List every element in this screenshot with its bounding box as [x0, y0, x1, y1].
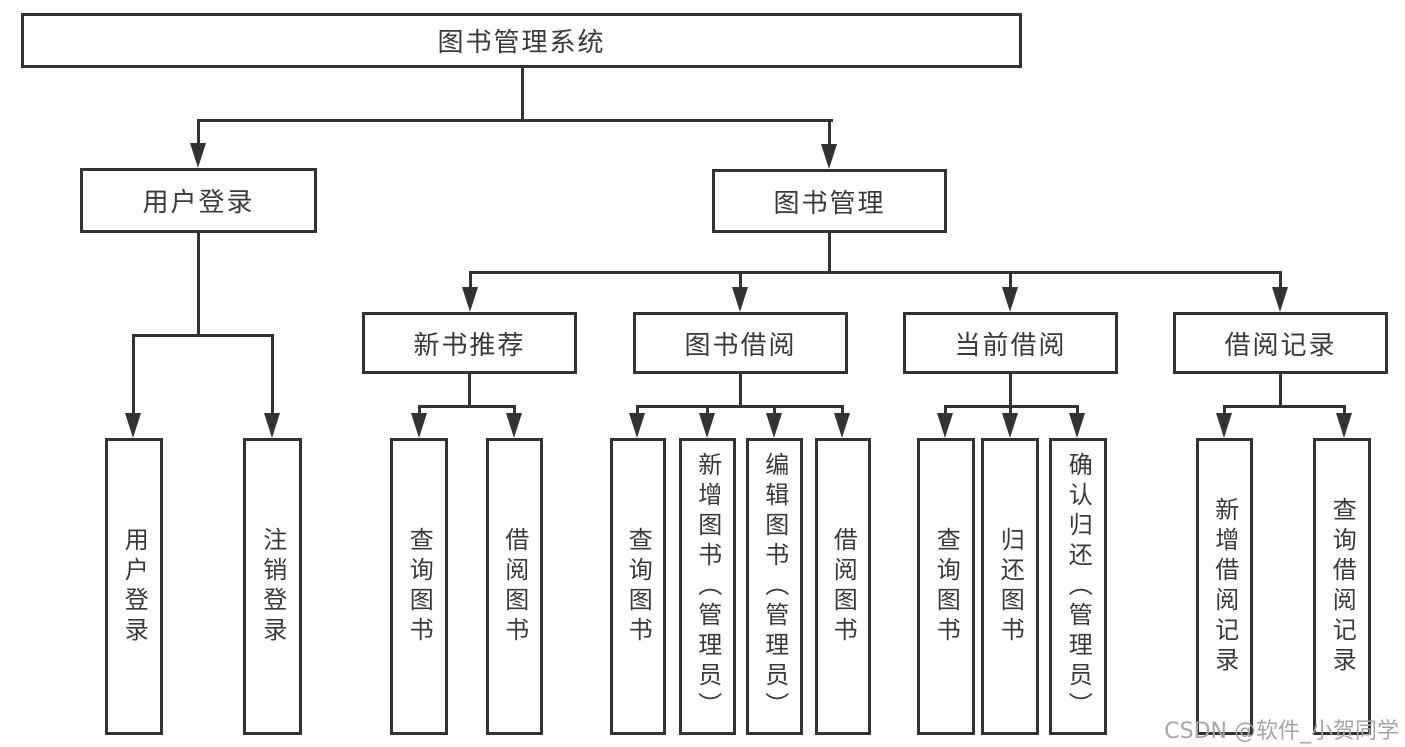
csdn-watermark: CSDN @软件_小贺同学 — [1164, 719, 1399, 744]
arrow-down-icon — [462, 287, 478, 312]
leaf-query-books-2: 查询图书 — [610, 438, 666, 735]
leaf-add-borrow-record: 新增借阅记录 — [1196, 438, 1253, 735]
node-borrowing-records: 借阅记录 — [1173, 312, 1388, 374]
connector-drop-leaf — [773, 405, 776, 415]
leaf-logout-label: 注销登录 — [258, 526, 287, 647]
connector-drop-user-login — [197, 119, 200, 147]
connector-book-borrow-stem — [739, 373, 742, 408]
node-current-borrowing-label: 当前借阅 — [954, 330, 1067, 361]
connector-drop-leaf — [1343, 405, 1346, 415]
connector-drop-leaf — [1223, 405, 1226, 415]
arrow-down-icon — [1336, 413, 1352, 438]
node-borrowing-records-label: 借阅记录 — [1224, 330, 1337, 361]
leaf-borrow-books-2-label: 借阅图书 — [829, 526, 858, 647]
connector-drop-leaf — [271, 334, 274, 414]
node-user-login-label: 用户登录 — [142, 188, 255, 218]
arrow-down-icon — [834, 413, 850, 438]
connector-borrow-record-stem — [1279, 373, 1282, 408]
connector-user-login-stem — [197, 232, 200, 337]
arrow-down-icon — [125, 413, 141, 438]
leaf-borrow-books-1: 借阅图书 — [486, 438, 543, 735]
arrow-down-icon — [1216, 413, 1232, 438]
connector-user-login-branch — [132, 334, 274, 337]
leaf-add-books-admin: 新增图书（管理员） — [679, 438, 736, 735]
connector-drop-level3 — [739, 271, 742, 289]
connector-drop-level3 — [1279, 271, 1282, 289]
leaf-edit-books-admin-label: 编辑图书（管理员） — [760, 451, 789, 722]
connector-new-book-branch — [418, 405, 516, 408]
arrow-down-icon — [629, 413, 645, 438]
node-new-book-recommend-label: 新书推荐 — [413, 330, 526, 361]
leaf-query-books-1: 查询图书 — [390, 438, 448, 735]
arrow-down-icon — [411, 413, 427, 438]
leaf-user-login-label: 用户登录 — [120, 526, 149, 647]
node-book-management-label: 图书管理 — [773, 188, 886, 219]
connector-new-book-stem — [468, 373, 471, 408]
node-new-book-recommend: 新书推荐 — [362, 312, 577, 374]
arrow-down-icon — [699, 413, 715, 438]
connector-book-management-branch — [469, 271, 1282, 274]
connector-drop-leaf — [706, 405, 709, 415]
connector-drop-leaf — [132, 334, 135, 414]
leaf-query-borrow-record-label: 查询借阅记录 — [1328, 496, 1357, 677]
arrow-down-icon — [1002, 287, 1018, 312]
arrow-down-icon — [506, 413, 522, 438]
connector-book-management-stem — [828, 232, 831, 273]
connector-drop-leaf — [636, 405, 639, 415]
connector-drop-leaf — [841, 405, 844, 415]
connector-drop-leaf — [1009, 405, 1012, 415]
arrow-down-icon — [1069, 413, 1085, 438]
leaf-return-books: 归还图书 — [981, 438, 1039, 735]
leaf-confirm-return-admin-label: 确认归还（管理员） — [1064, 451, 1093, 722]
node-book-management: 图书管理 — [712, 169, 947, 233]
arrow-down-icon — [766, 413, 782, 438]
leaf-query-books-3: 查询图书 — [917, 438, 975, 735]
leaf-query-books-3-label: 查询图书 — [932, 526, 961, 647]
connector-drop-leaf — [944, 405, 947, 415]
leaf-user-login: 用户登录 — [105, 438, 163, 735]
leaf-confirm-return-admin: 确认归还（管理员） — [1049, 438, 1107, 735]
node-user-login: 用户登录 — [80, 168, 317, 233]
node-book-borrowing-label: 图书借阅 — [684, 330, 797, 361]
connector-root-stem — [521, 67, 524, 122]
connector-drop-leaf — [1076, 405, 1079, 415]
connector-drop-level3 — [469, 271, 472, 289]
leaf-query-borrow-record: 查询借阅记录 — [1313, 438, 1371, 735]
leaf-query-books-2-label: 查询图书 — [624, 526, 653, 647]
arrow-down-icon — [1002, 413, 1018, 438]
node-root: 图书管理系统 — [21, 13, 1022, 68]
connector-root-branch — [197, 119, 833, 122]
leaf-borrow-books-2: 借阅图书 — [815, 438, 871, 735]
arrow-down-icon — [732, 287, 748, 312]
node-root-label: 图书管理系统 — [437, 28, 606, 58]
connector-current-borrow-stem — [1009, 373, 1012, 408]
leaf-return-books-label: 归还图书 — [996, 526, 1025, 647]
node-current-borrowing: 当前借阅 — [903, 312, 1118, 374]
connector-borrow-record-branch — [1223, 405, 1344, 408]
leaf-add-books-admin-label: 新增图书（管理员） — [693, 451, 722, 722]
arrow-down-icon — [937, 413, 953, 438]
connector-drop-leaf — [513, 405, 516, 415]
arrow-down-icon — [264, 413, 280, 438]
connector-drop-book-management — [828, 119, 831, 147]
arrow-down-icon — [821, 144, 837, 169]
arrow-down-icon — [1272, 287, 1288, 312]
leaf-logout: 注销登录 — [243, 438, 302, 735]
arrow-down-icon — [190, 143, 206, 168]
leaf-edit-books-admin: 编辑图书（管理员） — [746, 438, 803, 735]
leaf-query-books-1-label: 查询图书 — [405, 526, 434, 647]
connector-drop-level3 — [1009, 271, 1012, 289]
leaf-add-borrow-record-label: 新增借阅记录 — [1210, 496, 1239, 677]
connector-book-borrow-branch — [636, 405, 843, 408]
connector-drop-leaf — [418, 405, 421, 415]
leaf-borrow-books-1-label: 借阅图书 — [500, 526, 529, 647]
node-book-borrowing: 图书借阅 — [633, 312, 848, 374]
